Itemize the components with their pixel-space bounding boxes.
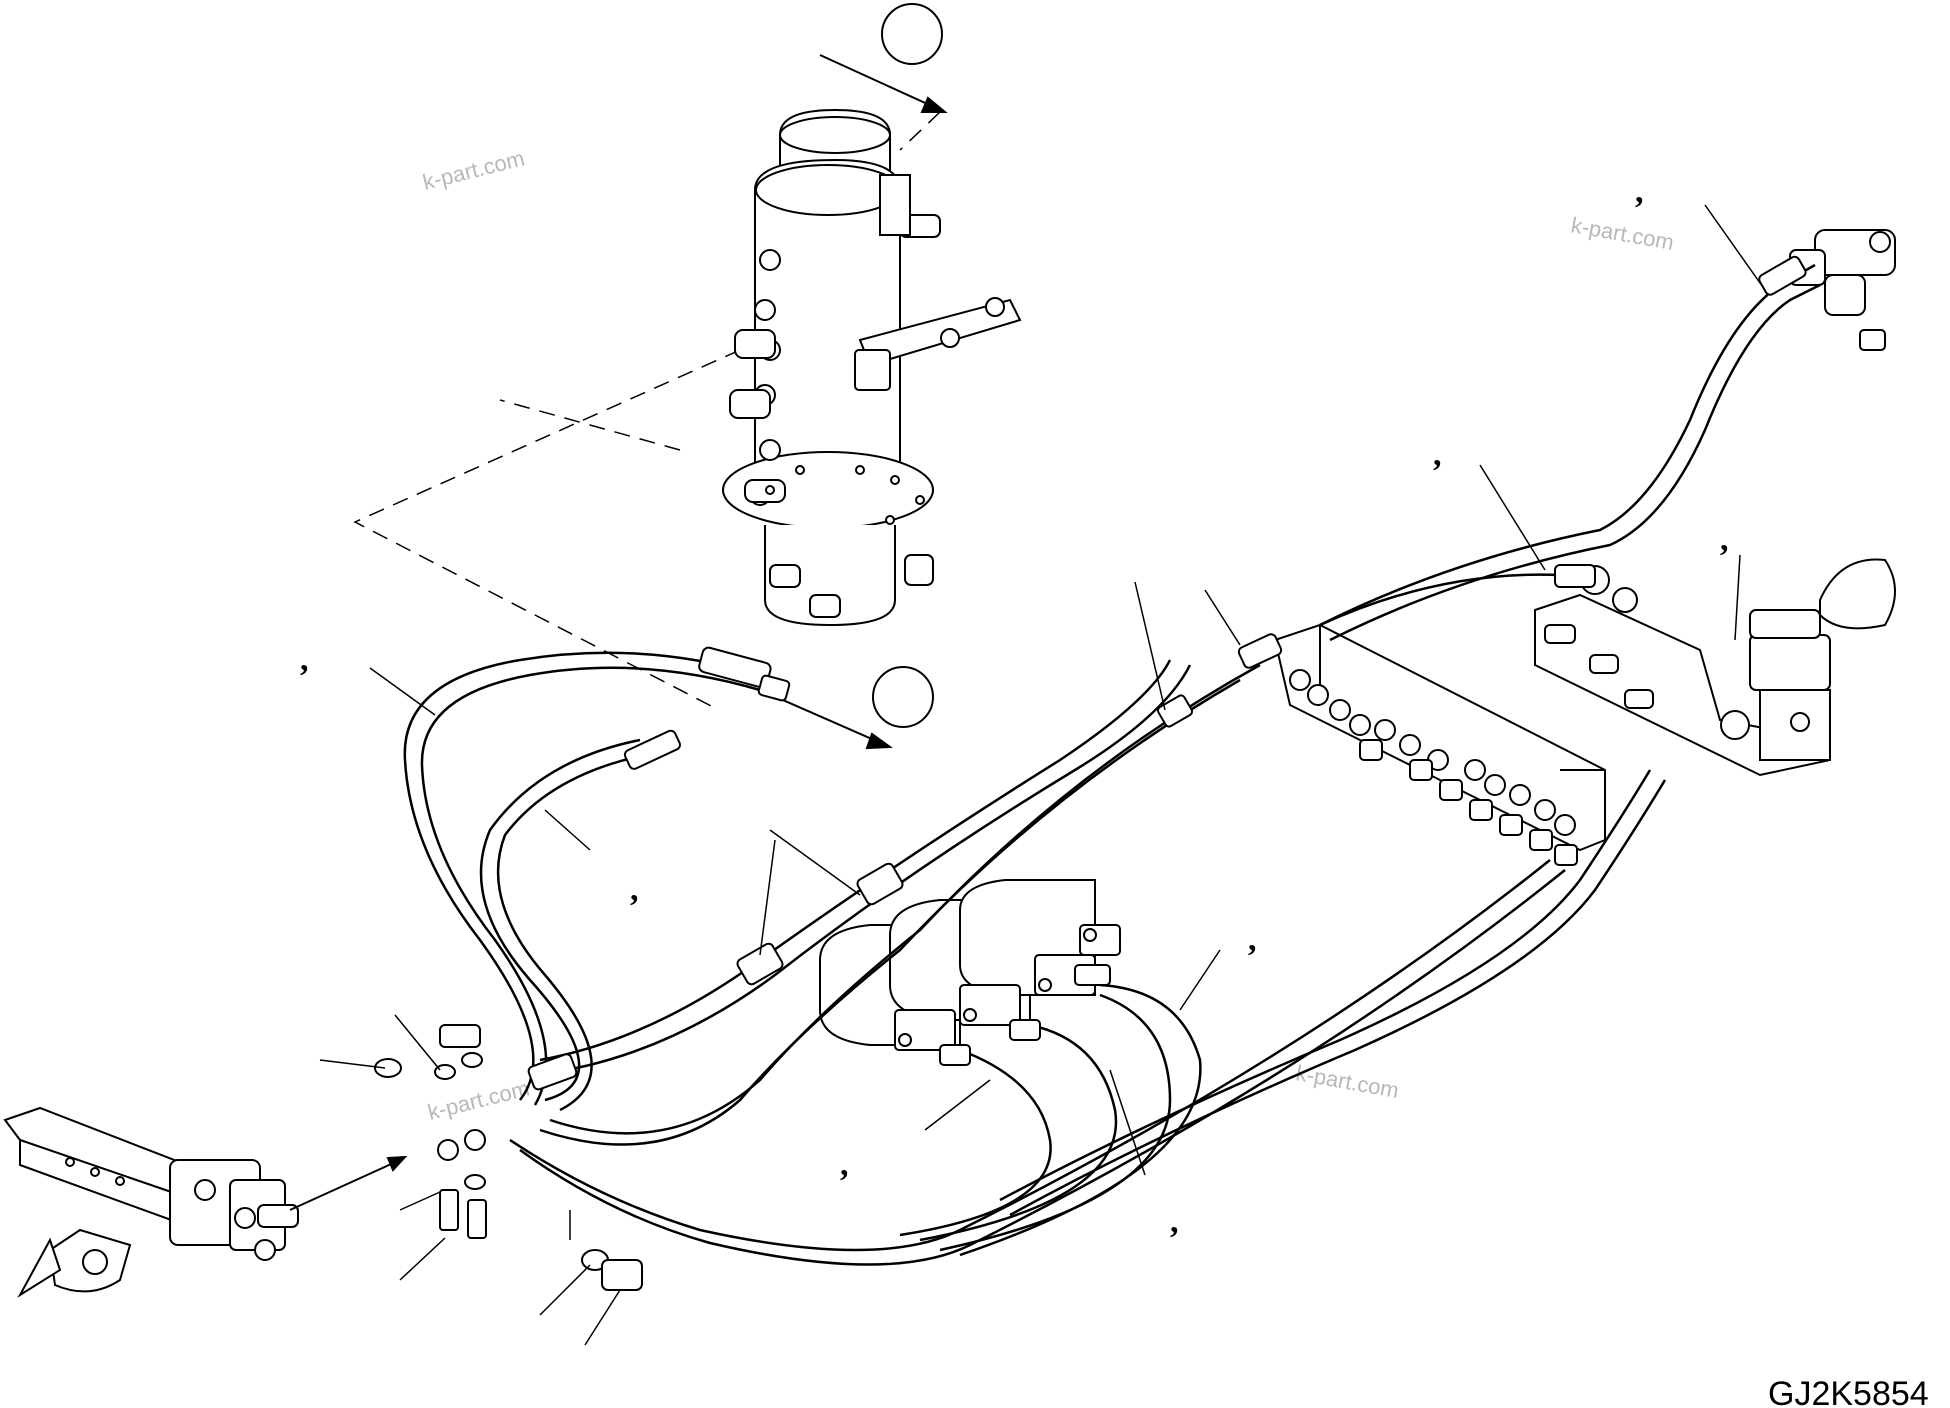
- callout-mark-1: ,: [300, 641, 309, 678]
- pilot-valve-block: [1534, 558, 1896, 777]
- watermark-2: k-part.com: [1569, 212, 1676, 255]
- plug: [601, 1259, 643, 1291]
- banjo-bolt-1: [439, 1189, 459, 1231]
- o-ring-3: [461, 1052, 483, 1068]
- callout-mark-8: ,: [1720, 521, 1729, 558]
- valve-fittings: [1289, 669, 1578, 866]
- callout-marks: , , , , , , , ,: [300, 173, 1729, 1240]
- callout-mark-2: ,: [630, 871, 639, 908]
- o-ring-2: [434, 1064, 456, 1080]
- reference-circle-top: [819, 3, 948, 113]
- reference-circle-mid: [759, 666, 934, 750]
- banjo-bolt-2: [467, 1199, 487, 1239]
- top-right-fitting: [1789, 229, 1896, 351]
- solenoid-valves: [819, 879, 1121, 1051]
- watermark-1: k-part.com: [420, 145, 527, 194]
- hose-clamps: [736, 694, 1194, 986]
- leader-lines: [319, 204, 1766, 1346]
- callout-mark-7: ,: [1635, 173, 1644, 210]
- drawing-code: GJ2K5854: [1768, 1375, 1929, 1408]
- hydraulic-hoses: [403, 263, 1821, 1266]
- control-valve: [1273, 623, 1606, 866]
- ppc-valve: [3, 1106, 299, 1298]
- ppc-arrow: [289, 1155, 408, 1211]
- o-ring-4: [464, 1174, 486, 1190]
- callout-mark-4: ,: [840, 1146, 849, 1183]
- callout-mark-5: ,: [1170, 1203, 1179, 1240]
- callout-mark-6: ,: [1433, 436, 1442, 473]
- callout-mark-3: ,: [1248, 921, 1257, 958]
- watermark-4: k-part.com: [425, 1075, 532, 1124]
- o-ring-1: [374, 1058, 402, 1078]
- swivel-joint: [722, 108, 1022, 627]
- small-parts: [374, 1052, 643, 1291]
- watermark-3: k-part.com: [1294, 1060, 1401, 1103]
